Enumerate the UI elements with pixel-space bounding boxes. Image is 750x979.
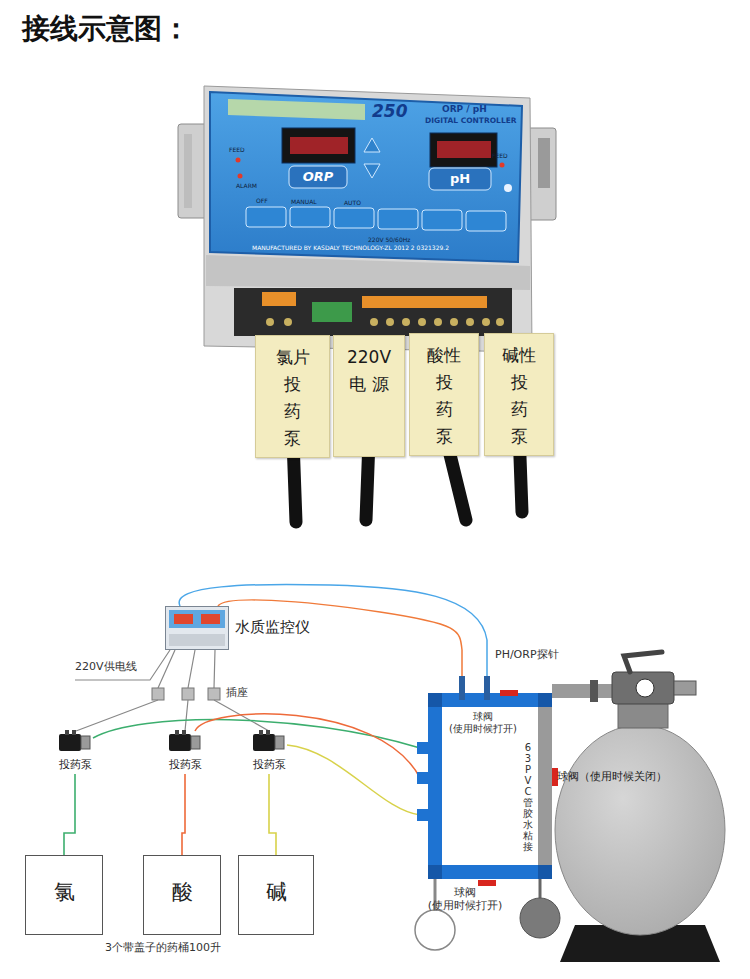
chemical-bucket: 氯 — [25, 855, 103, 935]
text-label: MANUFACTURED BY KASDALY TECHNOLOGY-ZL 20… — [252, 244, 449, 251]
text-label: OFF — [256, 197, 268, 204]
node-label: 投药泵 — [169, 757, 202, 772]
text-label: 250 — [372, 101, 408, 121]
monitor-icon — [165, 606, 229, 650]
bucket-text: 酸 — [172, 878, 193, 906]
vertical-note: 63PVC管胶水粘接 — [523, 742, 533, 852]
chemical-bucket: 酸 — [143, 855, 221, 935]
wiring-illustration — [75, 584, 725, 962]
tag-text: 碱性 投 药 泵 — [502, 342, 536, 450]
monitor-unit: 水质监控仪 — [165, 606, 310, 650]
dosing-pump: 投药泵 — [50, 730, 100, 772]
dosing-tube — [269, 774, 276, 855]
controller-photo — [178, 86, 556, 522]
text-label: MANUAL — [291, 198, 317, 205]
node-label: 水质监控仪 — [235, 618, 310, 637]
bucket-text: 氯 — [54, 878, 75, 906]
text-label: AUTO — [344, 199, 361, 206]
pump-icon — [57, 730, 93, 754]
text-label: 插座 — [226, 686, 248, 699]
wire-tag: 氯片 投 药 泵 — [255, 335, 330, 458]
text-label: ORP — [289, 169, 347, 185]
text-label: 220V 50/60Hz — [368, 236, 410, 243]
text-label: 球阀 (使用时候打开) — [420, 886, 510, 912]
text-label: ORP / pH — [442, 104, 487, 115]
text-label: 3个带盖子的药桶100升 — [105, 941, 221, 954]
text-label: ALARM — [236, 182, 257, 189]
tag-text: 氯片 投 药 泵 — [276, 344, 310, 452]
diagram-title: 接线示意图： — [22, 12, 190, 46]
node-label: 投药泵 — [59, 757, 92, 772]
dosing-tube — [182, 774, 185, 855]
dosing-tube — [64, 774, 75, 855]
dosing-pump: 投药泵 — [244, 730, 294, 772]
text-label: 球阀（使用时候关闭） — [557, 770, 667, 783]
bucket-text: 碱 — [266, 878, 287, 906]
tag-text: 酸性 投 药 泵 — [427, 342, 461, 450]
tag-text: 220V 电 源 — [347, 344, 391, 398]
text-label: DIGITAL CONTROLLER — [425, 116, 517, 125]
text-label: 球阀 (使用时候打开) — [446, 711, 520, 735]
text-label: pH — [429, 171, 491, 187]
pump-icon — [167, 730, 203, 754]
dosing-pump: 投药泵 — [160, 730, 210, 772]
text-label: 220V供电线 — [75, 660, 137, 673]
text-label: PH/ORP探针 — [495, 648, 559, 661]
wire-tag: 酸性 投 药 泵 — [409, 333, 479, 456]
text-label: FEED — [229, 146, 245, 153]
wire-tag: 220V 电 源 — [333, 335, 405, 457]
text-label: FEED — [492, 152, 508, 159]
wire-tag: 碱性 投 药 泵 — [484, 333, 554, 456]
chemical-bucket: 碱 — [238, 855, 314, 935]
pump-icon — [251, 730, 287, 754]
node-label: 投药泵 — [253, 757, 286, 772]
